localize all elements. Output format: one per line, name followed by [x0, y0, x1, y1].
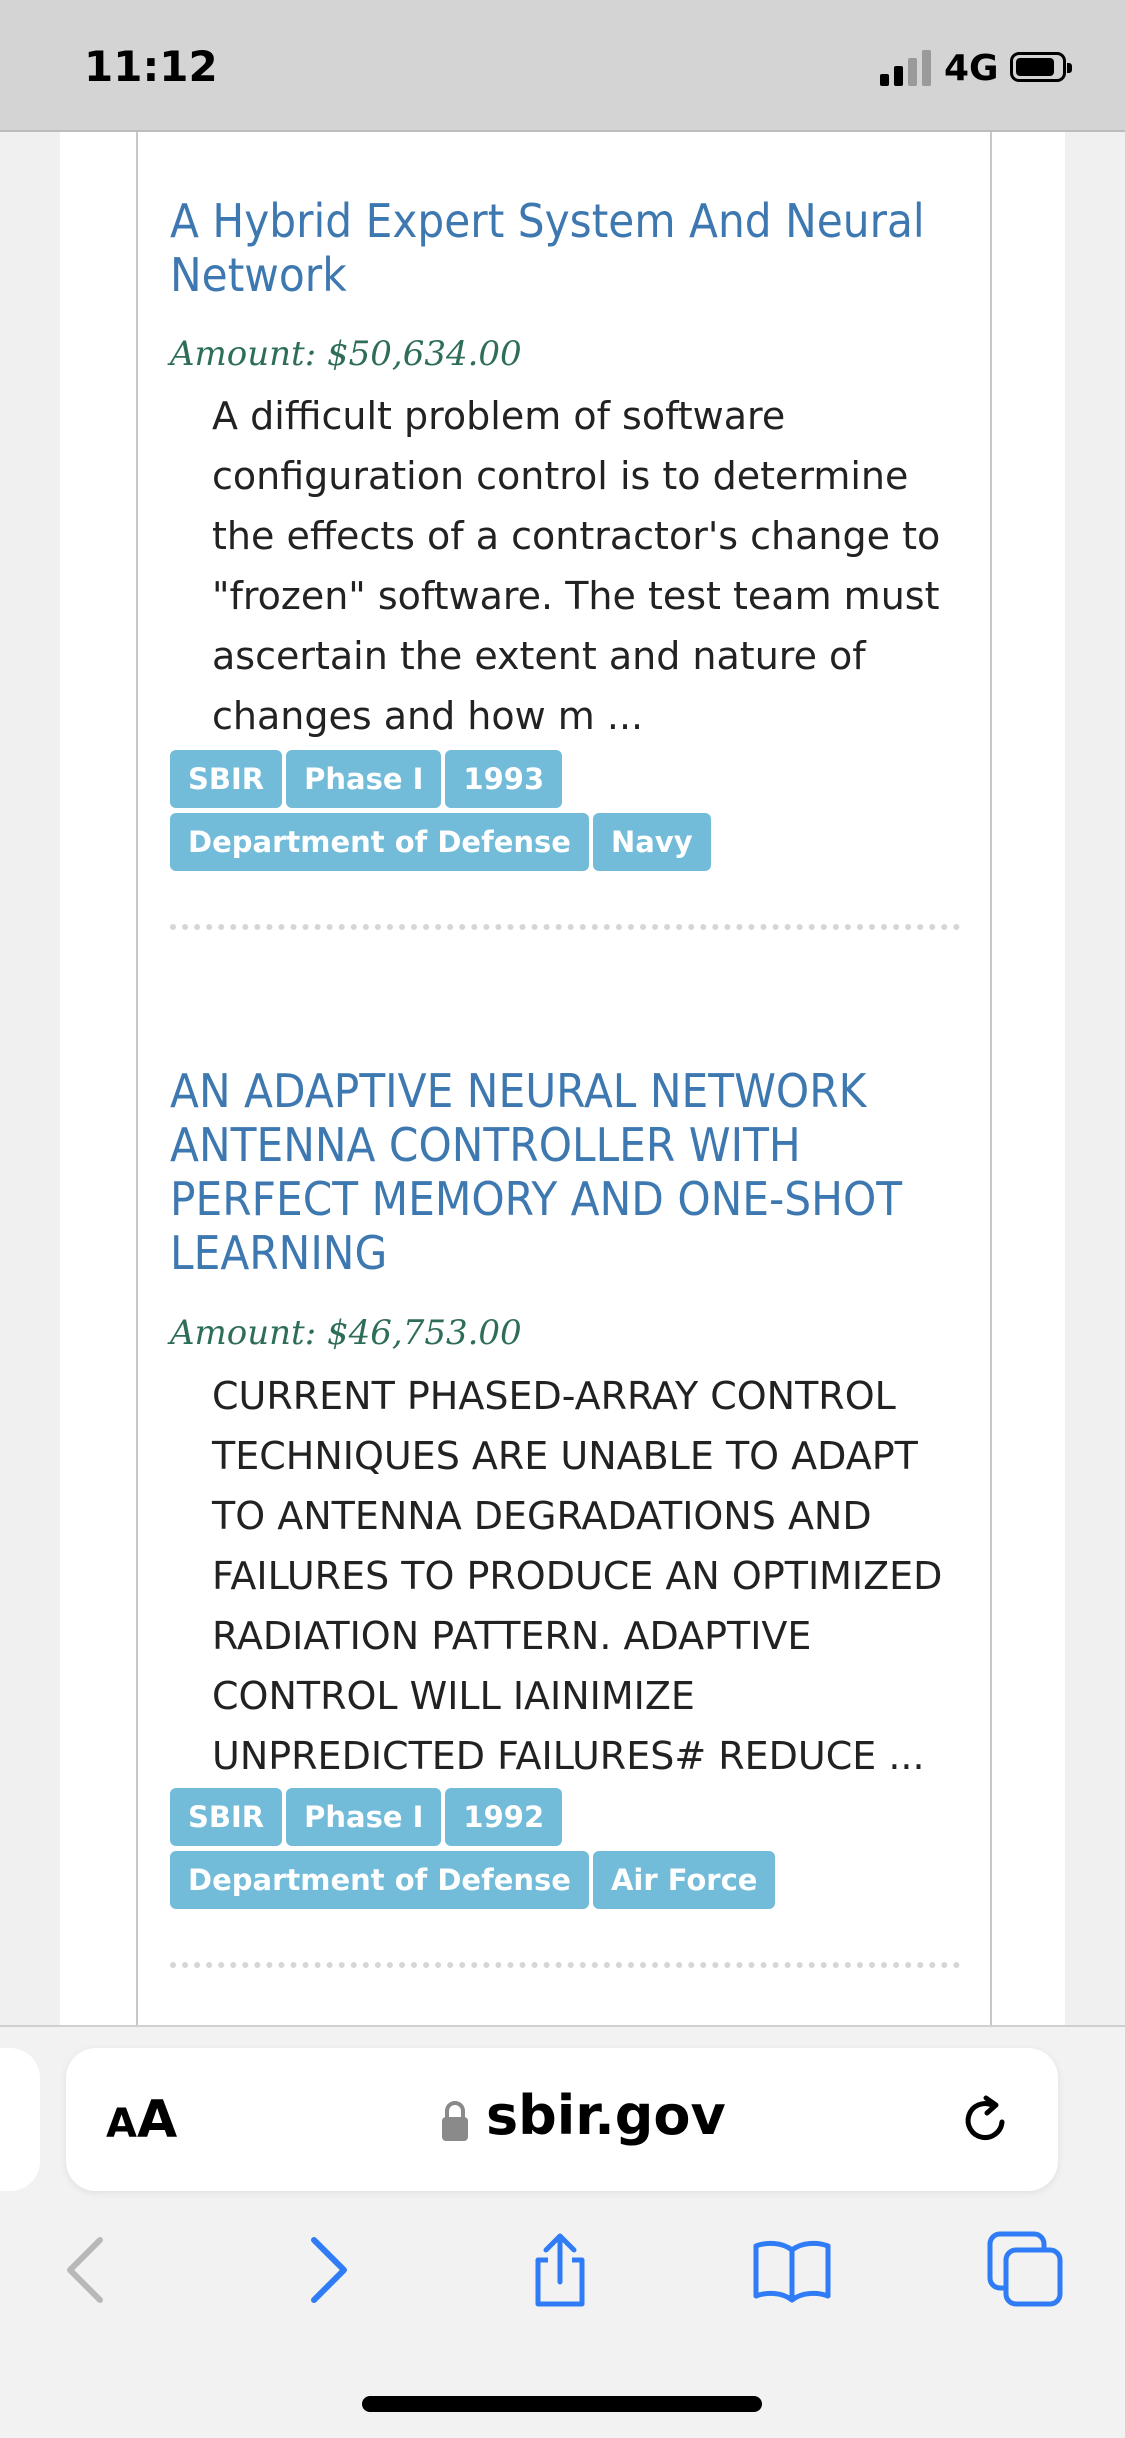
tag-agency[interactable]: Department of Defense — [170, 813, 589, 871]
result-abstract: A difficult problem of software configur… — [212, 394, 941, 738]
result-item: A Hybrid Expert System And Neural Networ… — [170, 194, 960, 302]
result-tags: SBIR Phase I 1993 Department of Defense … — [170, 750, 960, 871]
network-type: 4G — [944, 48, 999, 89]
result-divider — [170, 1962, 960, 1968]
result-title-link[interactable]: A Hybrid Expert System And Neural Networ… — [170, 194, 925, 302]
result-title-link[interactable]: AN ADAPTIVE NEURAL NETWORK ANTENNA CONTR… — [170, 1064, 903, 1280]
status-time: 11:12 — [84, 42, 218, 91]
tag-branch[interactable]: Navy — [592, 813, 711, 871]
home-indicator[interactable] — [362, 2396, 762, 2412]
previous-tab-peek[interactable] — [0, 2048, 40, 2191]
tag-phase[interactable]: Phase I — [286, 750, 442, 808]
result-item: AN ADAPTIVE NEURAL NETWORK ANTENNA CONTR… — [170, 1064, 960, 1280]
tag-year[interactable]: 1992 — [445, 1788, 563, 1846]
status-bar: 11:12 4G — [0, 0, 1125, 132]
share-icon[interactable] — [520, 2230, 600, 2310]
result-abstract: CURRENT PHASED-ARRAY CONTROL TECHNIQUES … — [212, 1374, 943, 1778]
bookmarks-icon[interactable] — [752, 2230, 832, 2310]
result-abstract-row: CURRENT PHASED-ARRAY CONTROL TECHNIQUES … — [170, 1366, 960, 1786]
tag-year[interactable]: 1993 — [445, 750, 563, 808]
tag-program[interactable]: SBIR — [170, 750, 283, 808]
tag-branch[interactable]: Air Force — [592, 1851, 776, 1909]
forward-icon[interactable] — [288, 2230, 368, 2310]
result-amount-row: Amount: $50,634.00 — [170, 334, 960, 374]
aa-large-label: A — [136, 2090, 178, 2150]
tag-program[interactable]: SBIR — [170, 1788, 283, 1846]
reader-settings-button[interactable]: AA — [106, 2090, 177, 2150]
result-abstract-row: A difficult problem of software configur… — [170, 386, 960, 746]
aa-small-label: A — [106, 2101, 137, 2147]
tag-phase[interactable]: Phase I — [286, 1788, 442, 1846]
battery-icon — [1010, 52, 1072, 82]
result-amount-row: Amount: $46,753.00 — [170, 1313, 960, 1353]
result-amount: Amount: $50,634.00 — [170, 334, 522, 374]
tabs-icon[interactable] — [986, 2230, 1066, 2310]
lock-icon — [442, 2101, 468, 2141]
results-card: A Hybrid Expert System And Neural Networ… — [136, 132, 992, 2025]
signal-strength-icon — [880, 50, 936, 86]
result-amount: Amount: $46,753.00 — [170, 1313, 522, 1353]
result-tags: SBIR Phase I 1992 Department of Defense … — [170, 1788, 960, 1909]
address-bar[interactable]: AA sbir.gov — [66, 2048, 1058, 2191]
tag-agency[interactable]: Department of Defense — [170, 1851, 589, 1909]
url-text[interactable]: sbir.gov — [486, 2084, 726, 2147]
reload-icon[interactable] — [958, 2092, 1014, 2148]
result-divider — [170, 924, 960, 930]
back-icon[interactable] — [48, 2230, 128, 2310]
